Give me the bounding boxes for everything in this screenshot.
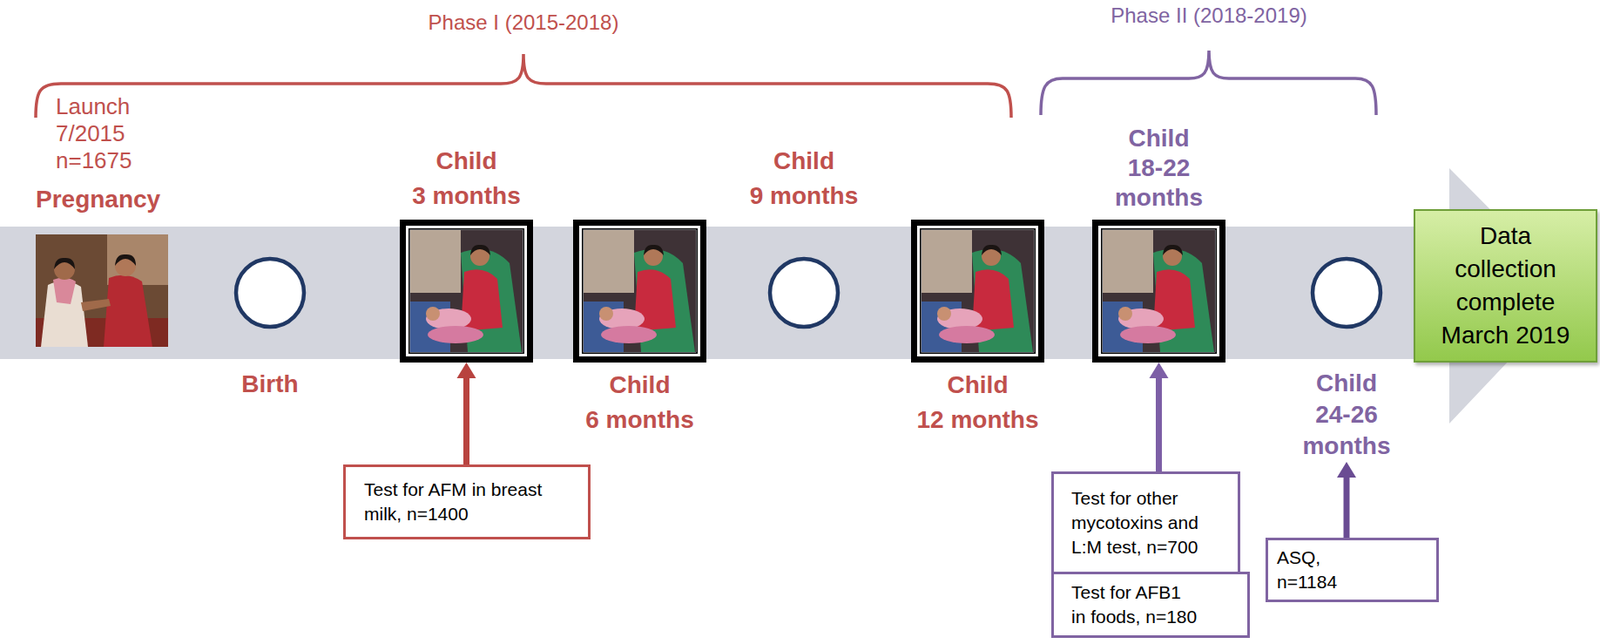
launch-note: Launch 7/2015 n=1675 [55,93,143,175]
frame-inner [1101,229,1217,354]
timepoint-circle [236,258,304,327]
test-box: Test for other mycotoxins and L:M test, … [1051,471,1241,574]
mother-photo [583,229,696,352]
arrow-head [457,362,477,379]
timeline-arrow-link [1149,362,1169,472]
heading-group: Child 12 months [908,367,1048,438]
node-shape [767,256,841,330]
frame-outer [1095,222,1223,360]
test-box: Test for AFM in breast milk, n=1400 [343,464,591,540]
node-text: Child 12 months [908,367,1048,438]
mother-photo [921,229,1034,352]
wrap-spacer [1194,580,1230,605]
heading-group: Child 6 months [570,367,710,438]
timepoint-node: Child 18-22 months [1092,123,1226,363]
wrap-spacer [839,143,874,179]
mother-photo [410,229,523,352]
frame-mat [580,227,700,356]
node-text: Data collection complete March 2019 [1432,219,1579,352]
node-text: Test for AFM in breast milk, n=1400 [364,477,570,527]
timepoint-node: Child 9 months [734,143,874,330]
timepoint-node: Birth [222,256,318,401]
wrap-spacer [908,367,943,403]
heading-group: Child 24-26 months [1298,367,1395,462]
wrap-spacer [1194,123,1208,154]
wrap-spacer [675,367,710,403]
node-text: Child 18-22 months [1111,123,1208,213]
node-text: Birth [222,367,318,401]
node-text: Test for other mycotoxins and L:M test, … [1071,486,1221,560]
wrap-spacer [570,367,605,403]
heading-group: Child 18-22 months [1111,123,1208,213]
timepoint-node: Child 3 months [397,143,537,363]
mother-photo [1102,229,1216,352]
photo-frame [35,234,169,347]
timepoint-node: Pregnancy [35,183,176,347]
test-box: ASQ, n=1184 [1265,537,1439,602]
timepoint-node: Child 6 months [570,219,710,438]
node-shape [233,256,307,330]
node-text: Child 3 months [397,143,537,214]
timepoint-node: Child 12 months [908,219,1048,438]
timeline-arrow-link [1336,461,1357,538]
phase-label: Phase II (2018-2019) [1110,3,1307,28]
frame-inner [582,229,698,354]
heading-group: Child 9 months [734,143,874,214]
node-shape [399,219,534,363]
node-shape [1092,219,1226,363]
arrow-shaft [1155,377,1162,472]
frame-outer [403,222,531,360]
frame-mat [1100,227,1219,356]
phase-bracket [1040,50,1377,115]
phase-bracket [35,54,1012,118]
arrow-head [1336,461,1357,478]
frame-outer [576,222,704,360]
wrap-spacer [1111,123,1124,154]
heading-group: Child 3 months [397,143,537,214]
wrap-spacer [1340,545,1428,570]
timeline-arrow-link [457,362,477,465]
node-shape [35,234,169,347]
timepoint-circle [769,258,838,327]
timepoint-circle [1312,258,1381,327]
wrap-spacer [734,143,769,179]
heading-group: Pregnancy [35,183,176,216]
photo-frame [911,219,1045,363]
wrap-spacer [397,143,432,179]
node-shape [1309,256,1384,330]
timepoint-node: Child 24-26 months [1298,256,1395,462]
node-text: ASQ, n=1184 [1276,545,1428,595]
frame-mat [407,227,527,356]
timepoint-circle [767,256,841,330]
node-text: Pregnancy [35,183,176,216]
heading-group: Birth [222,367,318,401]
arrow-head [1149,362,1169,379]
wrap-spacer [1298,367,1311,399]
node-text: Child 9 months [734,143,874,214]
node-shape [911,219,1045,363]
frame-mat [918,227,1038,356]
status-box: Data collection complete March 2019 [1413,209,1598,363]
frame-outer [914,222,1042,360]
frame-inner [409,229,525,354]
node-text: Test for AFB1 in foods, n=180 [1071,580,1230,629]
arrow-shaft [1343,476,1351,538]
photo-frame [573,219,707,363]
frame-inner [920,229,1036,354]
wrap-spacer [502,143,537,179]
wrap-spacer [1382,367,1395,399]
phase-label: Phase I (2015-2018) [428,10,620,35]
node-text: Child 24-26 months [1298,367,1395,462]
node-shape [573,219,707,363]
photo-frame [399,219,534,363]
timepoint-circle [233,256,307,330]
timepoint-circle [1309,256,1384,330]
node-text: Child 6 months [570,367,710,438]
test-box: Test for AFB1 in foods, n=180 [1051,571,1250,638]
photo-frame [1092,219,1226,363]
pregnancy-photo [35,234,169,347]
wrap-spacer [1013,367,1048,403]
arrow-shaft [463,377,470,465]
